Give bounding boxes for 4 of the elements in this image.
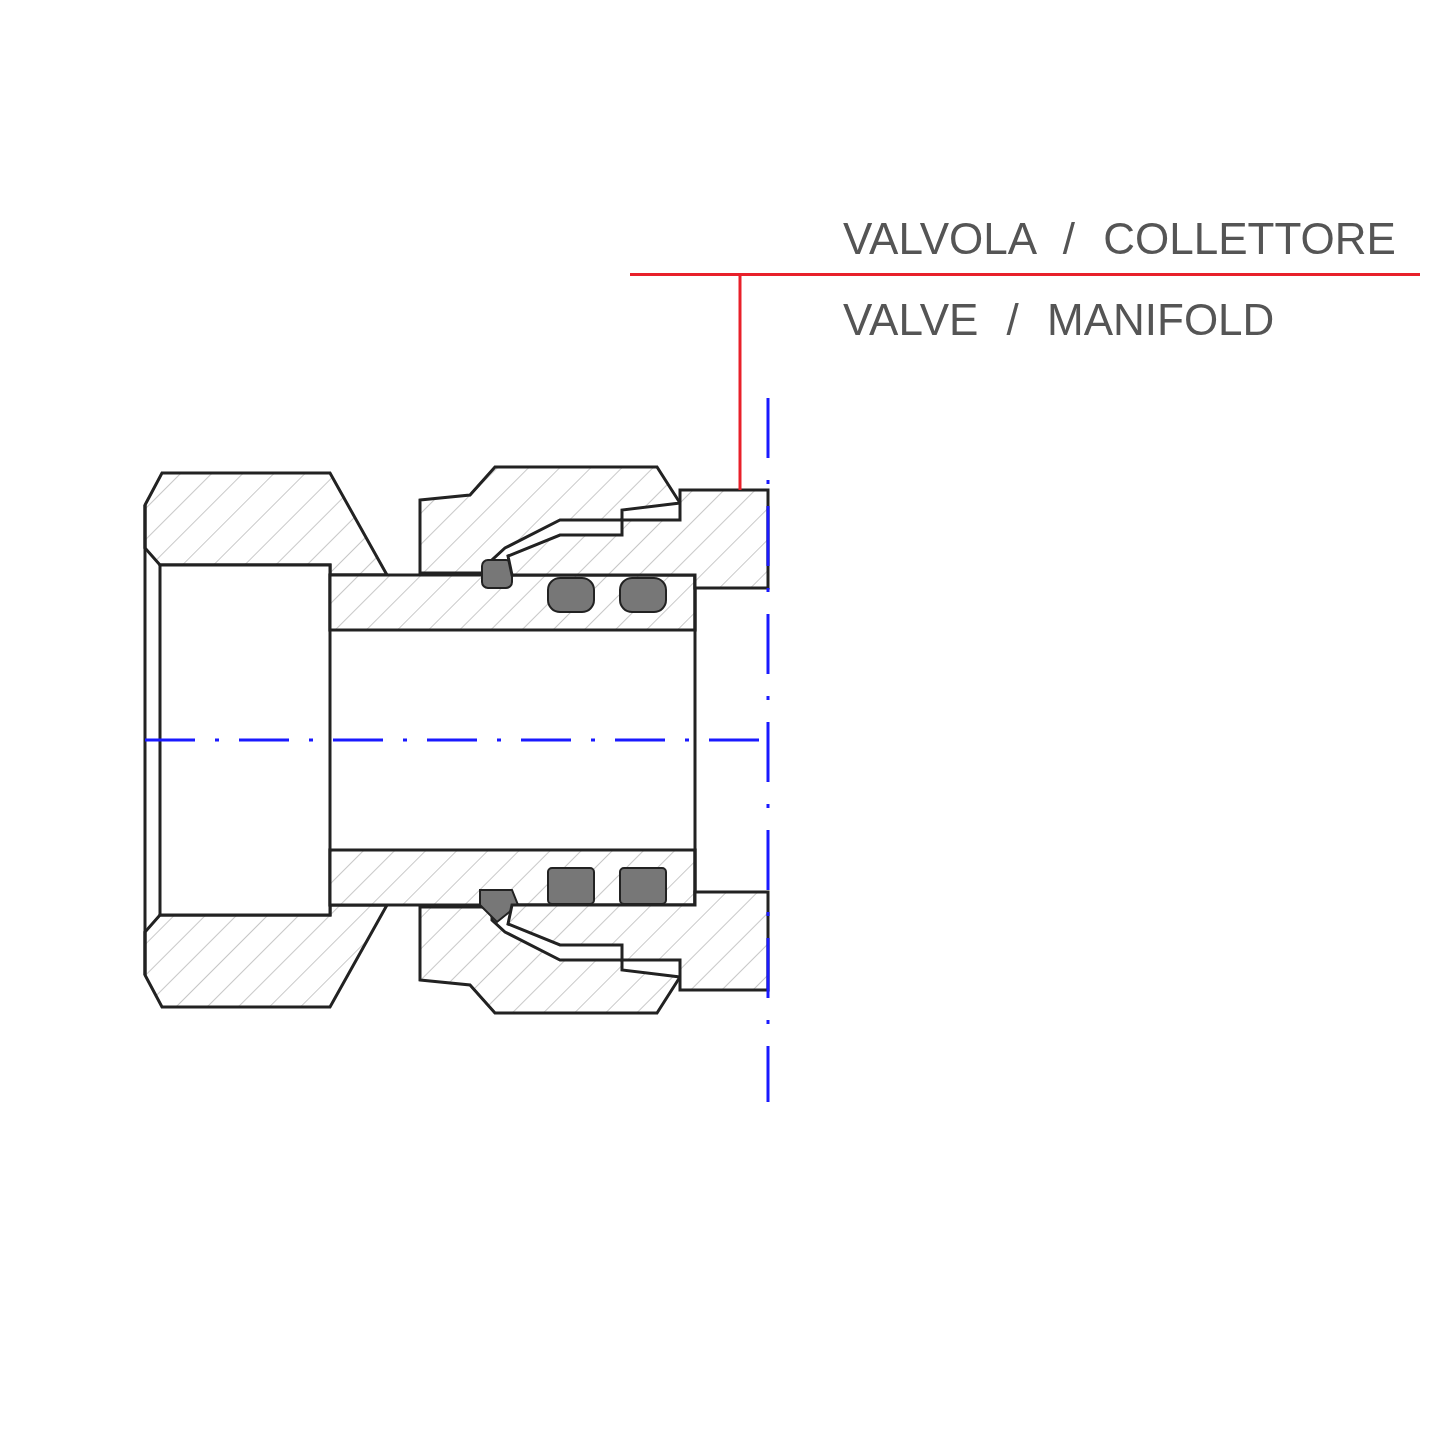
part-label: VALVE / MANIFOLD bbox=[843, 298, 1275, 342]
valve-body-section bbox=[506, 488, 770, 992]
part-label: VALVOLA / COLLETTORE bbox=[843, 217, 1396, 265]
leader-line bbox=[738, 276, 742, 490]
